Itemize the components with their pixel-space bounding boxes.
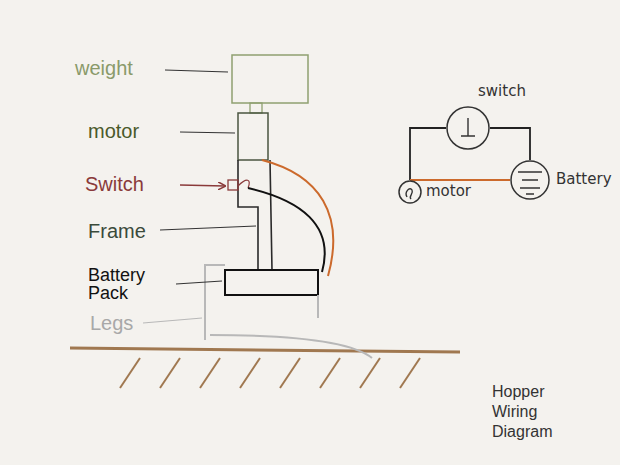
battery-pack-label: Battery Pack — [88, 266, 172, 302]
circle-outline — [446, 106, 490, 150]
orange-wire — [262, 160, 333, 276]
black-wire — [248, 188, 325, 272]
weight-label: weight — [75, 58, 133, 78]
ground-hatch — [200, 358, 220, 388]
leader-arrow — [180, 185, 225, 186]
motor-shaft — [250, 103, 262, 113]
ground-hatch — [280, 358, 300, 388]
part-label: switch — [478, 82, 526, 100]
ground-hatch — [360, 358, 380, 388]
wire — [490, 128, 530, 160]
frame — [238, 160, 272, 270]
switch-circle: switch — [446, 106, 490, 150]
legs — [205, 265, 372, 358]
battery-symbol — [518, 172, 542, 194]
leader-line — [160, 226, 256, 230]
ground-hatch — [120, 358, 140, 388]
ground-hatch — [400, 358, 420, 388]
ground-hatch — [320, 358, 340, 388]
leader-line — [143, 318, 202, 323]
battery-circle: Battery — [510, 160, 550, 200]
ground-hatch — [160, 358, 180, 388]
switch-label: Switch — [85, 174, 144, 194]
motor-symbol — [406, 189, 412, 199]
motor-circle: motor — [398, 180, 422, 204]
part-label: Battery — [556, 170, 612, 188]
weight-block — [232, 55, 308, 103]
motor-body — [238, 113, 268, 160]
motor-label: motor — [88, 121, 139, 141]
circle-outline — [398, 180, 422, 204]
wire — [410, 179, 510, 181]
leader-line — [165, 70, 228, 72]
leader-line — [180, 132, 235, 133]
switch-lead — [238, 180, 249, 188]
circle-outline — [510, 160, 550, 200]
diagram-title: Hopper Wiring Diagram — [492, 382, 564, 442]
part-label: motor — [426, 182, 471, 200]
ground-hatch — [240, 358, 260, 388]
switch-symbol — [461, 118, 475, 136]
wire — [410, 128, 446, 180]
frame-label: Frame — [88, 221, 146, 241]
battery-pack — [225, 270, 318, 295]
legs-label: Legs — [90, 313, 133, 333]
leader-line — [176, 281, 222, 284]
ground — [70, 348, 460, 388]
switch-part — [228, 180, 238, 190]
